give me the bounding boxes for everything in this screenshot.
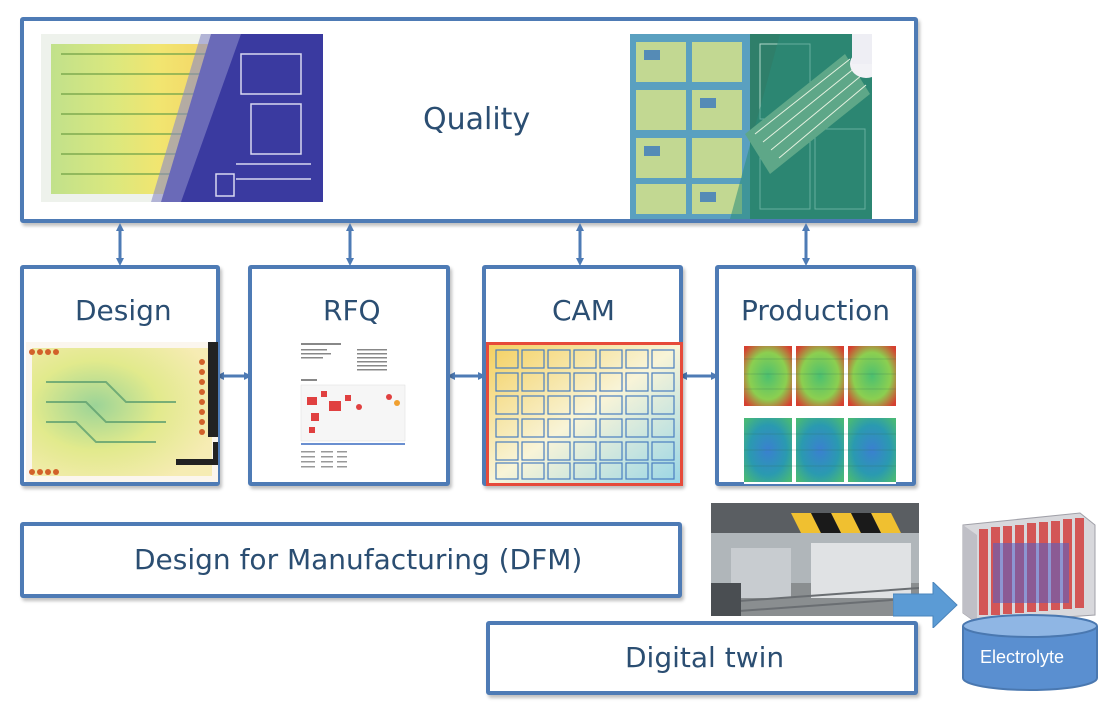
design-pcb-heatmap-image xyxy=(26,342,218,482)
electrolyte-cylinder xyxy=(962,614,1098,691)
stage-box-rfq: RFQ xyxy=(248,265,450,486)
stage-label-rfq: RFQ xyxy=(323,294,381,327)
stage-box-production: Production xyxy=(715,265,916,486)
stage-label-design: Design xyxy=(75,294,172,327)
rfq-report-image xyxy=(297,339,407,479)
production-plating-heatmap-image xyxy=(744,344,896,484)
digital-twin-label: Digital twin xyxy=(625,641,785,674)
quality-label: Quality xyxy=(423,102,531,137)
quality-pcb-heatmap-image xyxy=(41,34,323,202)
dfm-label: Design for Manufacturing (DFM) xyxy=(134,543,583,576)
stage-label-cam: CAM xyxy=(552,294,615,327)
dfm-box: Design for Manufacturing (DFM) xyxy=(20,522,682,598)
quality-panel-photo xyxy=(630,34,872,219)
digital-twin-box: Digital twin xyxy=(486,621,918,695)
plating-line-photo xyxy=(711,503,919,616)
stage-label-production: Production xyxy=(741,294,890,327)
stage-box-cam: CAM xyxy=(482,265,683,486)
electrolyte-label: Electrolyte xyxy=(980,647,1065,667)
cam-panel-heatmap-image xyxy=(486,342,683,486)
tank-simulation-model xyxy=(955,505,1105,625)
stage-box-design: Design xyxy=(20,265,220,486)
quality-box: Quality xyxy=(20,17,918,223)
flow-arrow-photo-to-model xyxy=(893,582,958,628)
